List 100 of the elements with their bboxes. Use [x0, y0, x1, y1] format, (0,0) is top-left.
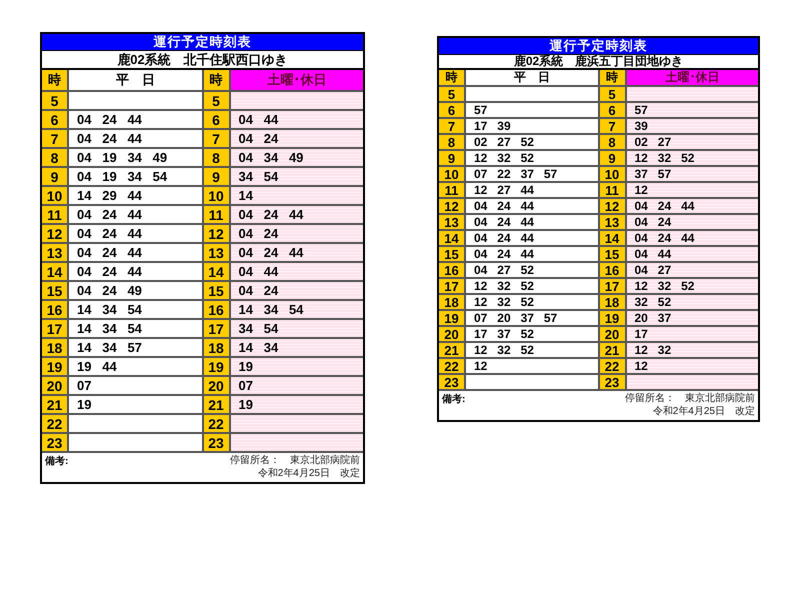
departure-times: 04 24 44: [466, 215, 598, 229]
departure-times: 04 34 49: [230, 149, 363, 166]
hour-label: 12: [600, 199, 624, 213]
departure-times: 04 24 44: [69, 206, 202, 223]
hour-label: 18: [439, 295, 464, 309]
departure-times: 12: [466, 359, 598, 373]
departure-times: 19: [230, 396, 363, 413]
hour-label: 22: [204, 415, 228, 432]
hour-label: 10: [600, 167, 624, 181]
hour-label: 14: [600, 231, 624, 245]
departure-times: 12 32 52: [466, 295, 598, 309]
blank-time-slot: [466, 375, 598, 389]
revision-date-note: 令和2年4月25日 改定: [652, 405, 755, 418]
blank-time-slot: [69, 415, 202, 432]
column-header: 土曜･休日: [230, 70, 363, 90]
hour-label: 12: [439, 199, 464, 213]
departure-times: 37 57: [626, 167, 758, 181]
departure-times: 04 24: [230, 225, 363, 242]
hour-label: 15: [204, 282, 228, 299]
departure-times: 04 19 34 54: [69, 168, 202, 185]
route-destination: 鹿02系統 北千住駅西口ゆき: [42, 51, 363, 70]
blank-time-slot: [626, 375, 758, 389]
departure-times: 04 24 44: [230, 206, 363, 223]
departure-times: 04 24 44: [69, 225, 202, 242]
hour-label: 15: [600, 247, 624, 261]
departure-times: 04 24 44: [69, 244, 202, 261]
departure-times: 04 24 49: [69, 282, 202, 299]
departure-times: 04 24 44: [466, 247, 598, 261]
departure-times: 04 27 52: [466, 263, 598, 277]
departure-times: 12 32 52: [466, 151, 598, 165]
hour-label: 13: [204, 244, 228, 261]
hour-label: 17: [600, 279, 624, 293]
blank-time-slot: [69, 92, 202, 109]
hour-label: 11: [600, 183, 624, 197]
blank-time-slot: [230, 92, 363, 109]
hour-label: 15: [439, 247, 464, 261]
departure-times: 20 37: [626, 311, 758, 325]
hour-label: 20: [204, 377, 228, 394]
hour-label: 18: [42, 339, 67, 356]
hour-label: 22: [42, 415, 67, 432]
departure-times: 19: [230, 358, 363, 375]
hour-label: 6: [600, 103, 624, 117]
departure-times: 14 34 54: [69, 301, 202, 318]
hour-label: 21: [439, 343, 464, 357]
departure-times: 17: [626, 327, 758, 341]
hour-label: 9: [600, 151, 624, 165]
hour-label: 16: [204, 301, 228, 318]
hour-label: 21: [204, 396, 228, 413]
departure-times: 12 32 52: [466, 279, 598, 293]
hour-label: 6: [204, 111, 228, 128]
departure-times: 12 32 52: [626, 151, 758, 165]
departure-times: 04 44: [626, 247, 758, 261]
blank-time-slot: [466, 87, 598, 101]
blank-time-slot: [626, 87, 758, 101]
remarks-label: 備考:: [442, 392, 466, 407]
departure-times: 02 27 52: [466, 135, 598, 149]
hour-label: 15: [42, 282, 67, 299]
departure-times: 04 24 44: [626, 199, 758, 213]
hour-label: 5: [42, 92, 67, 109]
column-header: 時: [439, 70, 464, 85]
hour-label: 20: [42, 377, 67, 394]
departure-times: 34 54: [230, 168, 363, 185]
departure-times: 04 24 44: [626, 231, 758, 245]
departure-times: 12 27 44: [466, 183, 598, 197]
hour-label: 21: [600, 343, 624, 357]
departure-times: 04 24 44: [466, 231, 598, 245]
departure-times: 07: [230, 377, 363, 394]
hour-label: 16: [600, 263, 624, 277]
hour-label: 11: [439, 183, 464, 197]
departure-times: 39: [626, 119, 758, 133]
hour-label: 7: [600, 119, 624, 133]
hour-label: 5: [204, 92, 228, 109]
hour-label: 10: [42, 187, 67, 204]
hour-label: 11: [204, 206, 228, 223]
blank-time-slot: [69, 434, 202, 451]
hour-label: 17: [439, 279, 464, 293]
departure-times: 14 34 54: [69, 320, 202, 337]
departure-times: 14 29 44: [69, 187, 202, 204]
hour-label: 23: [204, 434, 228, 451]
hour-label: 23: [42, 434, 67, 451]
hour-label: 22: [439, 359, 464, 373]
hour-label: 8: [600, 135, 624, 149]
departure-times: 04 24: [626, 215, 758, 229]
departure-times: 19: [69, 396, 202, 413]
hour-label: 13: [42, 244, 67, 261]
departure-times: 04 44: [230, 111, 363, 128]
hour-label: 5: [600, 87, 624, 101]
hour-label: 21: [42, 396, 67, 413]
departure-times: 57: [626, 103, 758, 117]
departure-times: 04 24: [230, 282, 363, 299]
departure-times: 17 39: [466, 119, 598, 133]
revision-date-note: 令和2年4月25日 改定: [258, 467, 360, 480]
hour-label: 9: [439, 151, 464, 165]
departure-times: 04 24 44: [466, 199, 598, 213]
departure-times: 04 19 34 49: [69, 149, 202, 166]
stop-name-note: 停留所名： 東京北部病院前: [230, 454, 360, 467]
hour-label: 19: [439, 311, 464, 325]
hour-label: 5: [439, 87, 464, 101]
hour-label: 13: [600, 215, 624, 229]
timetable-title: 運行予定時刻表: [439, 38, 758, 55]
